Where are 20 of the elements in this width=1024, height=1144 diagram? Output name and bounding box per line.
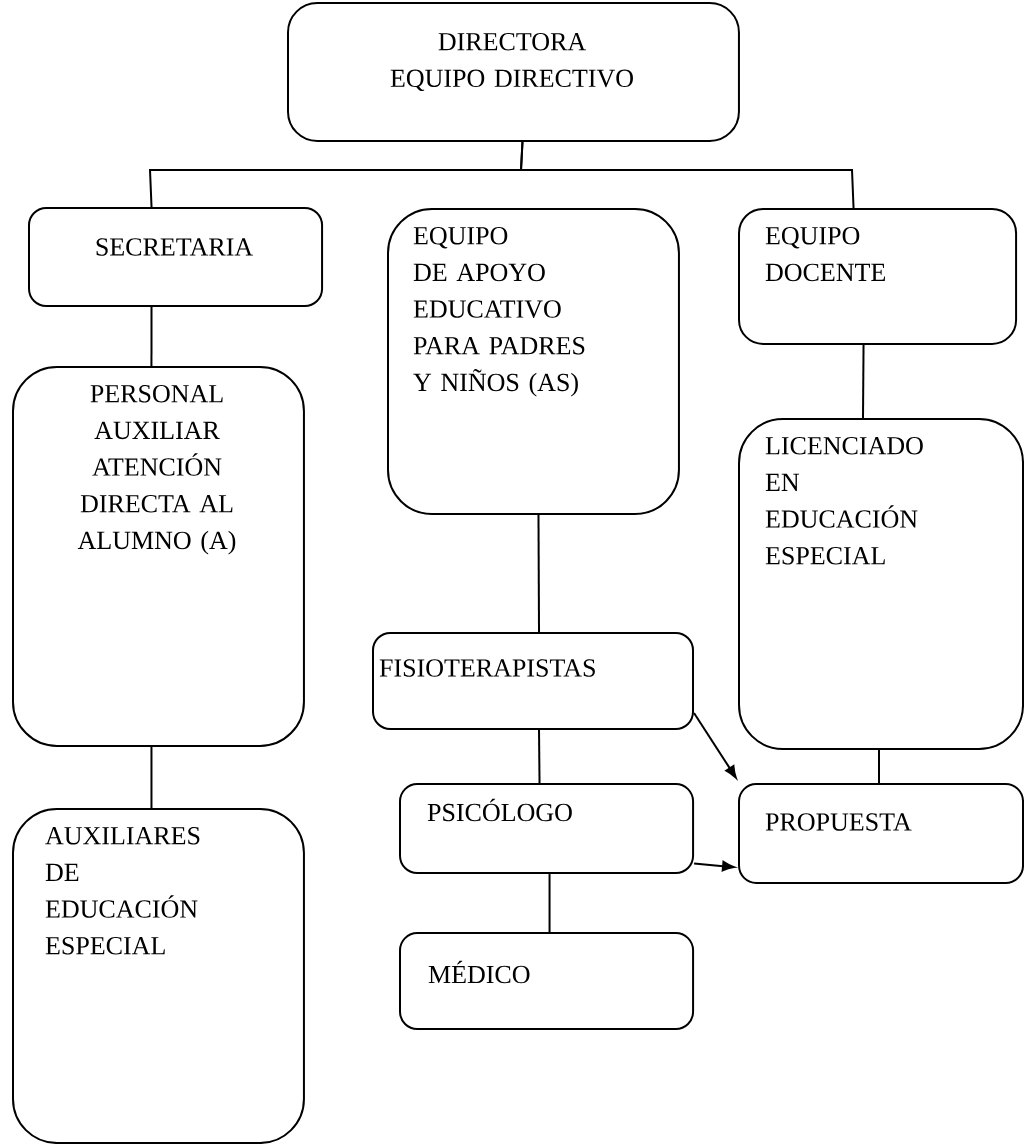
org-box: EQUIPO DE APOYO EDUCATIVO PARA PADRES Y NIÑOS (AS) xyxy=(387,208,680,516)
org-box: PERSONAL AUXILIAR ATENCIÓN DIRECTA AL ALUMNO (A) xyxy=(12,366,305,747)
connector-line xyxy=(878,749,880,784)
connector-line xyxy=(548,873,551,933)
arrow xyxy=(693,712,737,779)
connector-line xyxy=(537,514,540,633)
org-box: DIRECTORA EQUIPO DIRECTIVO xyxy=(287,2,740,142)
org-box: PROPUESTA xyxy=(738,783,1024,884)
connector-line xyxy=(150,306,153,367)
connector-line xyxy=(538,729,541,784)
connector-line xyxy=(862,343,865,419)
org-box: LICENCIADO EN EDUCACIÓN ESPECIAL xyxy=(738,418,1024,750)
org-box: PSICÓLOGO xyxy=(399,783,695,875)
org-box: EQUIPO DOCENTE xyxy=(738,208,1018,345)
connector-line xyxy=(150,745,153,809)
org-box: AUXILIARES DE EDUCACIÓN ESPECIAL xyxy=(12,808,305,1144)
org-box: FISIOTERAPISTAS xyxy=(372,632,694,730)
org-box: MÉDICO xyxy=(399,932,695,1030)
connector-line xyxy=(519,141,855,209)
org-box: SECRETARIA xyxy=(28,207,324,307)
